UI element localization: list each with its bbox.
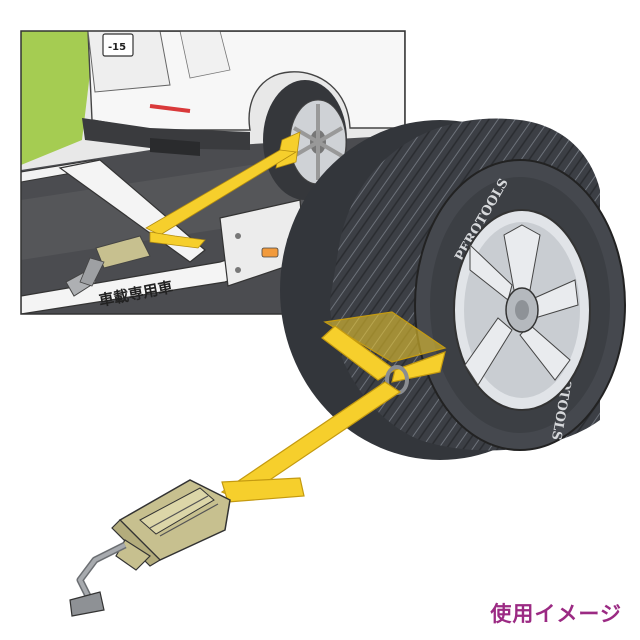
- strap-hook: [69, 541, 127, 617]
- inset-strap: [65, 131, 301, 297]
- strap-loop-top: [323, 311, 447, 363]
- license-plate: [102, 33, 134, 57]
- orange-light: [261, 247, 279, 258]
- strap-lower-loop: [221, 477, 305, 503]
- wheel-strap: [69, 311, 447, 617]
- plate-number: -15: [108, 42, 126, 53]
- car: -15: [82, 31, 405, 156]
- grass-area: [21, 31, 95, 165]
- main-tire: PEROTOOLS PEROTOOLS: [280, 118, 626, 460]
- usage-image-caption: 使用イメージ: [490, 602, 622, 626]
- rim: [453, 209, 591, 411]
- ratchet-buckle: [111, 479, 231, 571]
- car-wheel: [263, 80, 347, 200]
